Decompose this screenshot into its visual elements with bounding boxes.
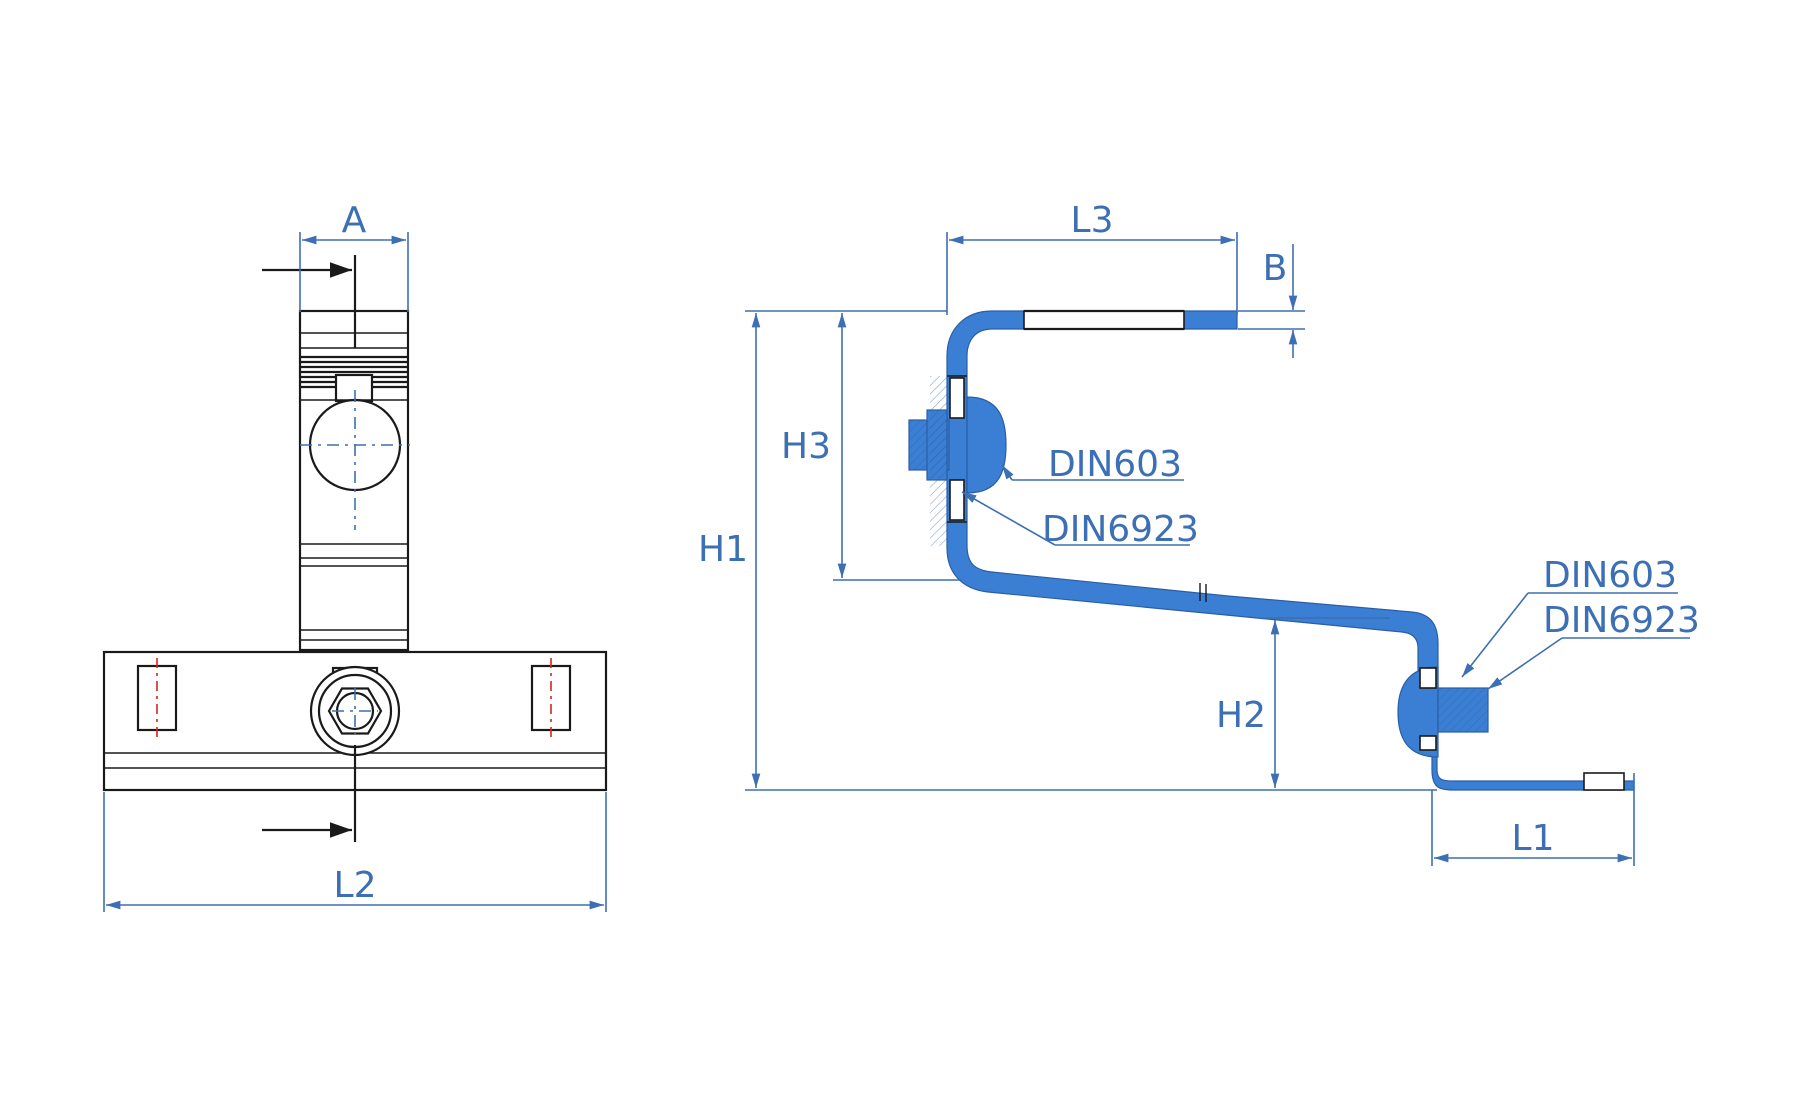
label-lower-din6923: DIN6923	[1543, 600, 1700, 641]
dim-label-h3: H3	[781, 426, 831, 467]
dim-label-b: B	[1263, 248, 1288, 289]
dim-label-l2: L2	[334, 865, 377, 906]
hex-nut	[309, 665, 401, 757]
upper-slot	[334, 373, 374, 403]
upper-fastener	[908, 376, 1007, 546]
dimension-h2: H2	[1216, 617, 1390, 788]
upper-slot-gap	[1023, 310, 1185, 330]
dimension-l2: L2	[103, 792, 607, 912]
dimension-l3: L3	[946, 200, 1238, 315]
lower-slot-gap	[1583, 772, 1625, 791]
dim-label-h2: H2	[1216, 695, 1266, 736]
bracket-profile	[946, 309, 1635, 791]
lower-fastener	[1397, 666, 1489, 758]
label-upper-din603: DIN603	[1048, 444, 1182, 485]
leaders: DIN603 DIN6923 DIN603 DIN6923	[961, 444, 1700, 690]
dim-label-l1: L1	[1512, 818, 1555, 859]
dimension-a: A	[299, 200, 409, 312]
label-upper-din6923: DIN6923	[1042, 509, 1199, 550]
dimension-b: B	[1238, 244, 1305, 358]
front-view: A L2	[102, 200, 608, 912]
dimension-l1: L1	[1431, 773, 1635, 866]
dim-label-l3: L3	[1071, 200, 1114, 241]
upright-body	[298, 309, 410, 652]
dimension-h1: H1	[698, 310, 1437, 791]
dim-label-a: A	[342, 200, 367, 241]
dimension-h3: H3	[781, 313, 962, 581]
section-markers	[262, 255, 357, 842]
label-lower-din603: DIN603	[1543, 555, 1677, 596]
side-view: DIN603 DIN6923 DIN603 DIN6923 L3 B H1	[698, 200, 1700, 866]
dim-label-h1: H1	[698, 529, 748, 570]
